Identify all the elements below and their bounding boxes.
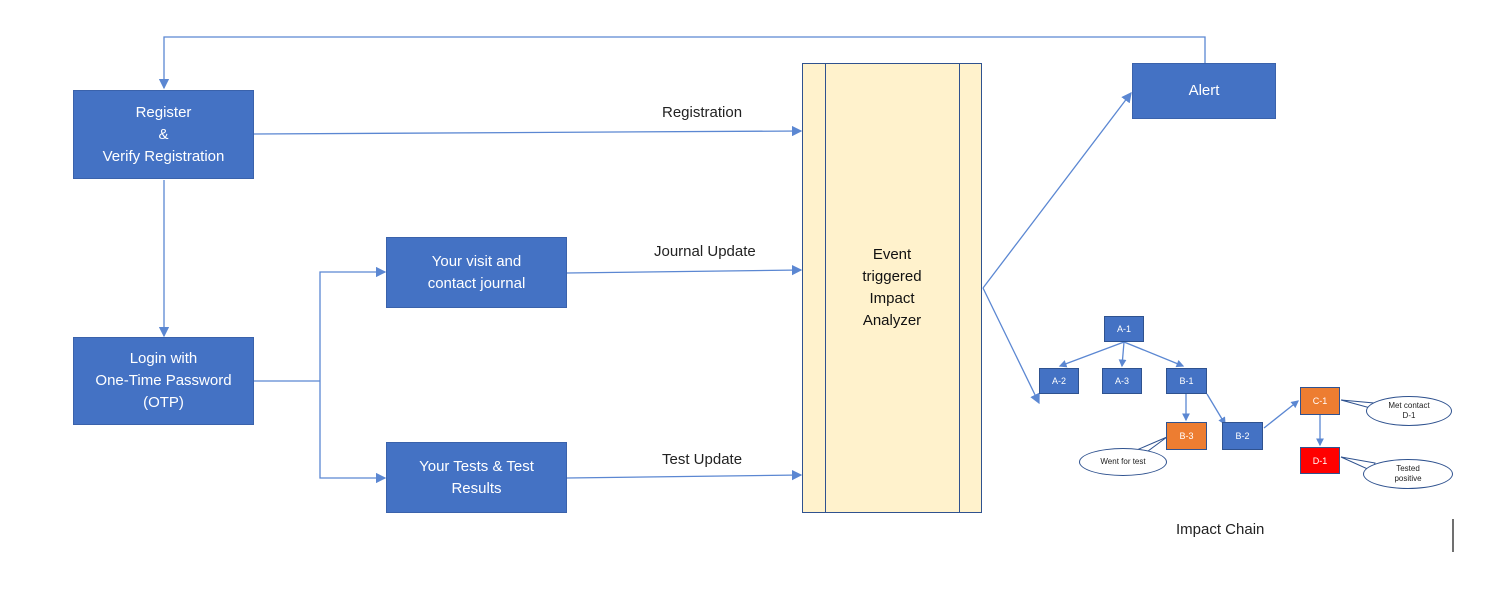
analyzer-label: Event triggered Impact Analyzer — [862, 246, 922, 329]
alert-to-register-arrow — [158, 36, 1206, 90]
journal-update-label: Journal Update — [654, 243, 756, 260]
impact-analyzer[interactable]: Event triggered Impact Analyzer — [802, 63, 982, 513]
test-update-arrow — [566, 469, 803, 481]
login-to-journal-arrow — [319, 266, 387, 381]
alert-box[interactable]: Alert — [1132, 63, 1276, 119]
node-b1[interactable]: B-1 — [1166, 368, 1207, 394]
journal-update-arrow — [566, 264, 803, 276]
node-c1[interactable]: C-1 — [1300, 387, 1340, 415]
node-b3[interactable]: B-3 — [1166, 422, 1207, 450]
test-update-label: Test Update — [662, 451, 743, 468]
login-box[interactable]: Login with One-Time Password (OTP) — [73, 337, 254, 425]
analyzer-right-band — [959, 64, 960, 512]
analyzer-to-impact-chain-arrow — [982, 287, 1040, 405]
analyzer-left-band — [825, 64, 826, 512]
node-b2[interactable]: B-2 — [1222, 422, 1263, 450]
went-for-test-callout: Went for test — [1079, 448, 1167, 476]
journal-box[interactable]: Your visit and contact journal — [386, 237, 567, 308]
register-box[interactable]: Register & Verify Registration — [73, 90, 254, 179]
impact-chain-title: Impact Chain — [1176, 521, 1265, 538]
registration-label: Registration — [662, 104, 743, 121]
node-a3[interactable]: A-3 — [1102, 368, 1142, 394]
login-to-tests-arrow — [319, 381, 387, 484]
node-a2[interactable]: A-2 — [1039, 368, 1079, 394]
node-d1[interactable]: D-1 — [1300, 447, 1340, 474]
tested-positive-callout: Tested positive — [1363, 459, 1453, 489]
met-contact-callout: Met contact D-1 — [1366, 396, 1452, 426]
registration-arrow — [253, 125, 803, 137]
tests-box[interactable]: Your Tests & Test Results — [386, 442, 567, 513]
node-a1[interactable]: A-1 — [1104, 316, 1144, 342]
analyzer-to-alert-arrow — [982, 91, 1132, 289]
